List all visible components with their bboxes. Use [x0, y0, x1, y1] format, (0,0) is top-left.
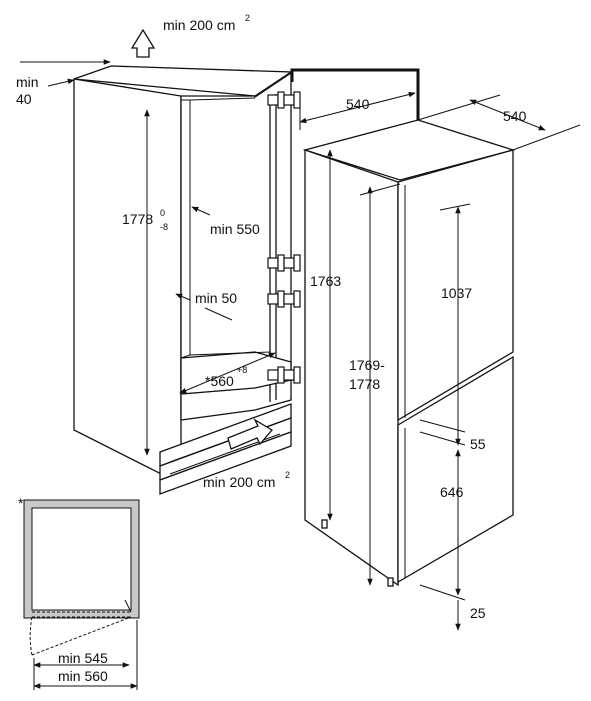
min-550-label: min 550: [210, 221, 260, 237]
vent-arrows: [130, 28, 273, 450]
min-40-label-b: 40: [16, 91, 32, 107]
niche-tolerance-top: 0: [160, 208, 165, 218]
height-1778-label: 1778: [349, 376, 380, 392]
bottom-vent-sup: 2: [285, 470, 290, 480]
min-560-label: min 560: [58, 668, 108, 684]
door-swing-inset: * min 545 min 560: [18, 495, 140, 690]
bottom-vent-label: min 200 cm: [203, 474, 275, 490]
top-vent-arrow-icon: [130, 28, 156, 58]
top-vent-sup: 2: [245, 13, 250, 23]
inset-star: *: [18, 495, 24, 511]
fridge-body: [302, 119, 516, 587]
niche-outline: [290, 68, 420, 120]
min-545-label: min 545: [58, 650, 108, 666]
depth-560-label: *560: [205, 373, 234, 389]
hinge-mid-lower: [267, 290, 301, 308]
gap-25-label: 25: [470, 605, 486, 621]
depth-560-tolerance: +8: [237, 365, 247, 375]
hinge-mid-upper: [267, 254, 301, 272]
gap-55-label: 55: [470, 436, 486, 452]
height-1037-label: 1037: [441, 285, 472, 301]
height-646-label: 646: [440, 484, 464, 500]
niche-height-label: 1778: [122, 211, 153, 227]
niche-tolerance-bottom: -8: [160, 222, 168, 232]
hinge-top: [267, 91, 301, 109]
height-1769-label: 1769-: [349, 357, 385, 373]
bottom-vent-arrow-icon: [227, 418, 273, 450]
labels: min 200 cm 2 min 40 540 540 1778 0 -8 mi…: [16, 13, 527, 621]
top-vent-label: min 200 cm: [163, 17, 235, 33]
min-40-label-a: min: [16, 74, 39, 90]
dimension-lines: [20, 59, 581, 631]
width-540-label-a: 540: [346, 96, 370, 112]
width-540-label-b: 540: [503, 108, 527, 124]
min-50-label: min 50: [195, 290, 237, 306]
height-1763-label: 1763: [310, 273, 341, 289]
